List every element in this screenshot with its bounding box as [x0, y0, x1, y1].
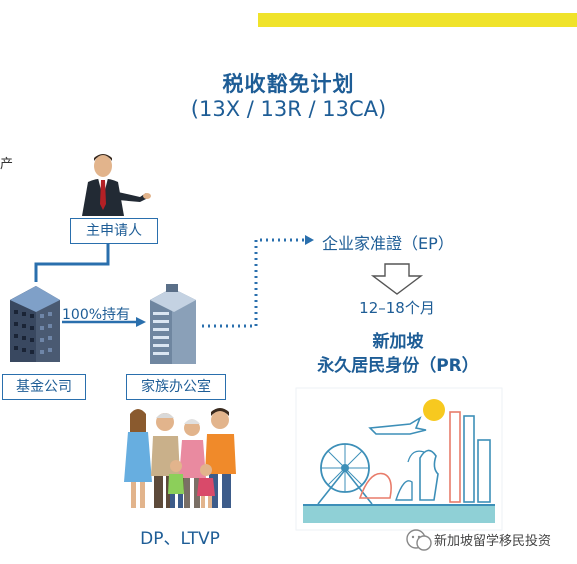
wechat-icon: [406, 529, 432, 551]
ep-label: 企业家准證（EP）: [322, 234, 454, 253]
edge-text: 产: [0, 157, 14, 172]
businessman-icon: [82, 154, 151, 216]
pr-title-line2: 永久居民身份（PR）: [317, 356, 479, 376]
family-icon: [124, 408, 236, 509]
singapore-skyline-illustration: [295, 387, 503, 531]
family-office-label: 家族办公室: [126, 374, 226, 400]
watermark-text: 新加坡留学移民投资: [434, 534, 552, 549]
dependents-label: DP、LTVP: [140, 529, 220, 549]
holding-arrow: [62, 317, 146, 327]
holding-edge-label: 100%持有: [62, 307, 131, 323]
family-office-building-icon: [150, 284, 196, 364]
down-arrow-icon: [370, 263, 424, 295]
top-accent-bar: [258, 13, 577, 27]
fund-company-label: 基金公司: [2, 374, 86, 400]
main-applicant-label: 主申请人: [70, 218, 158, 244]
duration-label: 12–18个月: [359, 299, 435, 317]
pr-title-line1: 新加坡: [372, 332, 424, 352]
diagram-subtitle: (13X / 13R / 13CA): [190, 97, 387, 121]
connector-applicant-fund: [34, 244, 110, 282]
dotted-connector-ep: [202, 235, 314, 328]
diagram-title: 税收豁免计划: [222, 72, 355, 96]
fund-building-icon: [10, 286, 60, 362]
